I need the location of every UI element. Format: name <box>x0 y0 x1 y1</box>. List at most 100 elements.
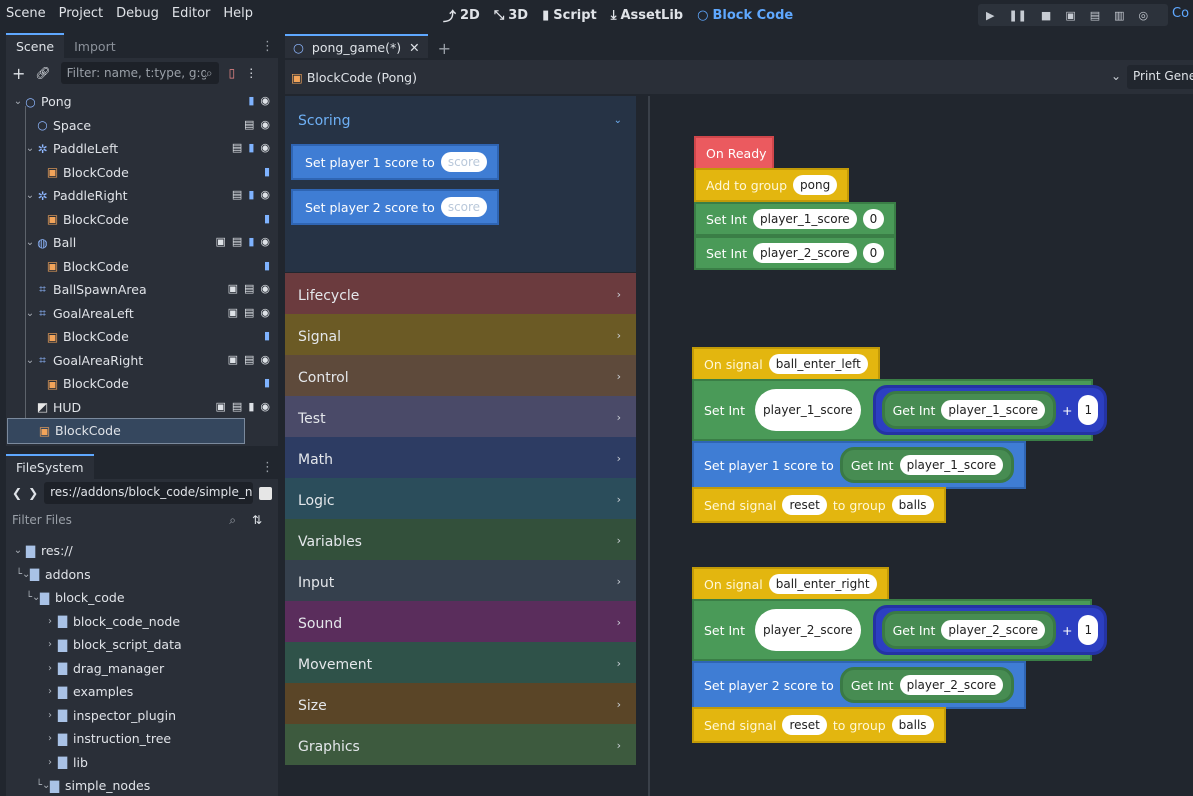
sort-icon[interactable]: ⇅ <box>252 513 263 527</box>
chevron-down-icon[interactable]: └⌄ <box>16 568 31 580</box>
value-slot[interactable]: 1 <box>1078 395 1099 425</box>
chevron-down-icon[interactable]: ⌄ <box>25 190 35 202</box>
chevron-right-icon[interactable]: › <box>48 686 52 698</box>
group-name-slot[interactable]: pong <box>793 175 838 195</box>
clapper-icon[interactable]: ▤ <box>231 188 243 201</box>
stop-icon[interactable]: ■ <box>1040 8 1052 22</box>
add-expression-block[interactable]: Get Int player_2_score + 1 <box>872 605 1108 655</box>
tree-item-pong[interactable]: ⌄ ○ Pong ▮◉ <box>13 94 270 110</box>
variable-slot[interactable]: player_1_score <box>899 455 1004 475</box>
visibility-icon[interactable]: ◉ <box>260 305 270 319</box>
attach-script-icon[interactable]: ▯ <box>228 66 236 80</box>
category-title[interactable]: Scoring <box>298 113 351 129</box>
play-icon[interactable]: ▶ <box>986 8 995 22</box>
add-node-icon[interactable]: + <box>12 63 26 83</box>
file-item[interactable]: ›▇lib <box>6 751 278 775</box>
chevron-right-icon[interactable]: › <box>48 733 52 745</box>
file-item[interactable]: └⌄▇simple_nodes <box>36 778 151 794</box>
visibility-icon[interactable]: ◉ <box>260 282 270 295</box>
dock-menu-icon[interactable]: ⋮ <box>261 39 274 54</box>
dock-menu-icon[interactable]: ⋮ <box>261 460 274 475</box>
send-signal-block[interactable]: Send signal reset to group balls <box>692 707 946 743</box>
visibility-icon[interactable]: ◉ <box>260 141 270 154</box>
tree-item-blockcode-selected[interactable]: ▣ BlockCode <box>7 418 245 444</box>
link-icon[interactable]: 🔗︎ <box>35 66 51 80</box>
chevron-down-icon[interactable]: ⌄ <box>613 115 622 126</box>
score-slot[interactable]: score <box>440 197 488 217</box>
script-icon[interactable]: ▮ <box>263 211 270 225</box>
menu-help[interactable]: Help <box>223 6 254 21</box>
on-ready-block[interactable]: On Ready <box>694 136 774 170</box>
clapper-icon[interactable]: ▤ <box>243 352 255 366</box>
visibility-icon[interactable]: ◉ <box>260 117 270 131</box>
workspace-assetlib[interactable]: ⤓AssetLib <box>610 8 684 23</box>
chevron-down-icon[interactable]: └⌄ <box>36 780 51 792</box>
chevron-down-icon[interactable]: ⌄ <box>13 545 23 557</box>
signal-slot[interactable]: ball_enter_left <box>768 354 868 374</box>
script-icon[interactable]: ▮ <box>263 164 270 178</box>
file-item[interactable]: ›▇inspector_plugin <box>6 704 278 728</box>
score-slot[interactable]: score <box>440 152 488 172</box>
script-icon[interactable]: ▮ <box>248 399 255 413</box>
pause-icon[interactable]: ❚❚ <box>1008 8 1027 22</box>
workspace-script[interactable]: ▮Script <box>542 8 597 23</box>
category-size[interactable]: Size› <box>285 683 636 724</box>
chevron-down-icon[interactable]: ⌄ <box>25 354 35 366</box>
forward-icon[interactable]: ❯ <box>28 486 39 500</box>
script-icon[interactable]: ▮ <box>263 329 270 342</box>
tree-item-paddleleft[interactable]: ⌄ ✲ PaddleLeft ▤▮◉ <box>25 141 270 157</box>
script-icon[interactable]: ▮ <box>263 376 270 389</box>
set-int-block[interactable]: Set Int player_2_score 0 <box>694 236 897 270</box>
tree-item-paddleright[interactable]: ⌄ ✲ PaddleRight ▤▮◉ <box>25 188 270 204</box>
group-icon[interactable]: ▣ <box>215 235 226 248</box>
file-item[interactable]: └⌄▇block_code <box>26 590 125 606</box>
set-player-1-score-block[interactable]: Set player 1 score to score <box>291 144 500 180</box>
category-math[interactable]: Math› <box>285 437 636 478</box>
tree-item-ballspawnarea[interactable]: ⌗ BallSpawnArea ▣▤◉ <box>6 278 278 302</box>
get-int-block[interactable]: Get Int player_1_score <box>839 447 1015 483</box>
menu-editor[interactable]: Editor <box>171 6 211 21</box>
tree-item-goalarealeft[interactable]: ⌄ ⌗ GoalAreaLeft ▣▤◉ <box>25 305 270 321</box>
set-int-block[interactable]: Set Int player_1_score 0 <box>694 202 897 236</box>
group-icon[interactable]: ▣ <box>227 305 238 319</box>
set-player-2-score-block[interactable]: Set player 2 score to Get Int player_2_s… <box>692 661 1027 709</box>
set-player-1-score-block[interactable]: Set player 1 score to Get Int player_1_s… <box>692 441 1027 489</box>
chevron-right-icon[interactable]: › <box>48 615 52 627</box>
value-slot[interactable]: 1 <box>1078 615 1099 645</box>
category-signal[interactable]: Signal› <box>285 314 636 355</box>
chevron-down-icon[interactable]: ⌄ <box>25 143 35 155</box>
category-graphics[interactable]: Graphics› <box>285 724 636 765</box>
visibility-icon[interactable]: ◉ <box>260 188 270 201</box>
visibility-icon[interactable]: ◉ <box>260 399 270 413</box>
workspace-blockcode[interactable]: ○Block Code <box>697 8 794 23</box>
group-icon[interactable]: ▣ <box>215 399 226 413</box>
add-expression-block[interactable]: Get Int player_1_score + 1 <box>872 385 1108 435</box>
category-test[interactable]: Test› <box>285 396 636 437</box>
signal-slot[interactable]: ball_enter_right <box>768 574 877 594</box>
path-field[interactable]: res://addons/block_code/simple_no <box>44 482 253 504</box>
group-slot[interactable]: balls <box>891 495 934 515</box>
chevron-right-icon[interactable]: › <box>48 709 52 721</box>
tree-item-blockcode[interactable]: ▣ BlockCode ▮ <box>46 211 270 227</box>
send-signal-block[interactable]: Send signal reset to group balls <box>692 487 946 523</box>
chevron-right-icon[interactable]: › <box>48 756 52 768</box>
menu-debug[interactable]: Debug <box>116 6 159 21</box>
tree-item-blockcode[interactable]: ▣ BlockCode ▮ <box>46 164 270 180</box>
chevron-down-icon[interactable]: ⌄ <box>13 96 23 108</box>
get-int-block[interactable]: Get Int player_2_score <box>881 611 1056 649</box>
chevron-down-icon[interactable]: ⌄ <box>1111 69 1122 83</box>
signal-slot[interactable]: reset <box>782 715 827 735</box>
variable-slot[interactable]: player_2_score <box>899 675 1004 695</box>
scene-menu-icon[interactable]: ⋮ <box>245 66 258 80</box>
visibility-icon[interactable]: ◉ <box>260 94 270 107</box>
group-slot[interactable]: balls <box>891 715 934 735</box>
group-icon[interactable]: ▣ <box>227 282 238 295</box>
tree-item-hud[interactable]: ◩ HUD ▣▤▮◉ <box>36 399 270 415</box>
add-tab-icon[interactable]: + <box>437 39 451 58</box>
chevron-down-icon[interactable]: ⌄ <box>25 237 35 249</box>
category-movement[interactable]: Movement› <box>285 642 636 683</box>
get-int-block[interactable]: Get Int player_2_score <box>839 667 1015 703</box>
tree-item-blockcode[interactable]: ▣ BlockCode ▮ <box>46 258 270 274</box>
set-int-block[interactable]: Set Int player_1_score Get Int player_1_… <box>692 379 1108 441</box>
split-view-icon[interactable] <box>259 486 272 500</box>
